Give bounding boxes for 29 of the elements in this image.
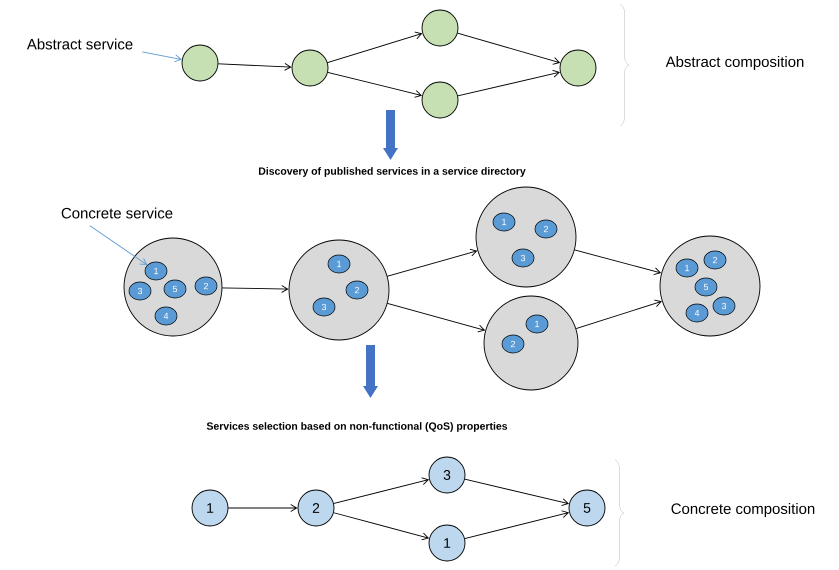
arrow — [464, 478, 570, 506]
arrow — [333, 512, 430, 540]
arrow — [458, 70, 560, 96]
callout-text: Concrete service — [62, 208, 172, 218]
service-circle — [422, 10, 458, 46]
composition-label: Concrete composition — [672, 503, 814, 517]
arrow — [333, 477, 430, 504]
arrow — [387, 248, 478, 277]
service-circle — [422, 82, 458, 118]
leader-line — [142, 52, 182, 62]
arrow — [228, 504, 298, 512]
service-circle — [292, 50, 328, 86]
arrow — [387, 302, 486, 332]
arrow — [574, 250, 662, 276]
service-circle — [182, 44, 218, 82]
arrow — [464, 510, 570, 539]
stage-heading: Services selection based on non-functional (QoS) properties — [206, 422, 508, 432]
service-circle — [560, 50, 596, 86]
arrow — [457, 32, 560, 65]
stage-heading: Discovery of published services in a service directory — [258, 167, 526, 177]
callout-text: Abstract service — [26, 38, 132, 50]
arrow — [327, 32, 422, 64]
arrow — [222, 285, 289, 293]
arrow — [327, 72, 422, 98]
group-circle — [484, 296, 578, 390]
arrow — [218, 62, 292, 71]
composition-label: Abstract composition — [666, 56, 804, 70]
arrow — [576, 300, 662, 330]
leader-line — [89, 225, 148, 266]
